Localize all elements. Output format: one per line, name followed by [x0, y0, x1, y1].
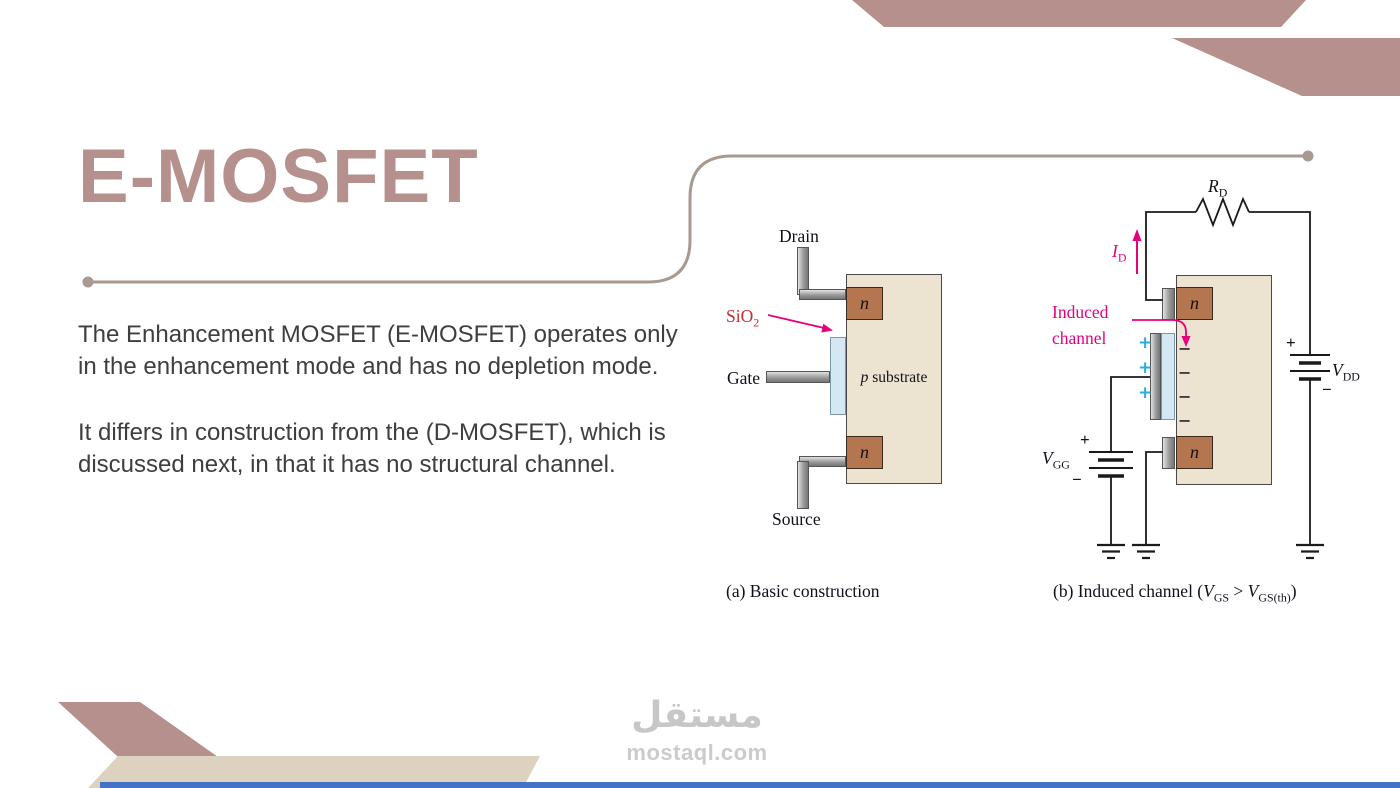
channel-charge-minus-1: −	[1178, 339, 1192, 358]
source-label-a: Source	[772, 509, 821, 529]
watermark: مستقل mostaql.com	[552, 695, 842, 766]
caption-b-gt: >	[1229, 581, 1248, 601]
source-terminal-vertical-a	[797, 461, 809, 509]
drain-contact-a	[799, 289, 846, 300]
p-italic: p	[860, 369, 869, 386]
caption-b-vgs-sub: GS	[1213, 590, 1230, 605]
n-label: n	[1190, 442, 1199, 462]
rd-label-b: RD	[1208, 176, 1227, 201]
paragraph1-line2: in the enhancement mode and has no deple…	[78, 353, 659, 380]
source-contact-b	[1162, 437, 1175, 469]
gate-label-a: Gate	[727, 368, 761, 388]
watermark-arabic: مستقل	[631, 695, 763, 736]
rd-symbol: R	[1208, 176, 1219, 196]
vdd-plus-sign: +	[1286, 333, 1296, 352]
vdd-label-b: VDD	[1332, 360, 1360, 385]
resistor-rd	[1195, 196, 1250, 228]
vgg-label-b: VGG	[1042, 448, 1070, 473]
gate-charge-plus-3: +	[1138, 383, 1153, 403]
rd-subscript: D	[1218, 185, 1228, 200]
vdd-subscript: DD	[1342, 369, 1360, 384]
sio2-arrowhead	[821, 323, 833, 333]
decor-top-bar	[852, 0, 1306, 27]
channel-charge-minus-3: −	[1178, 387, 1192, 406]
n-region-top-b: n	[1176, 287, 1213, 320]
vgg-plus-sign: +	[1080, 430, 1090, 449]
source-wire	[1145, 451, 1163, 545]
decor-beige-bar	[88, 756, 540, 788]
decor-corner-band	[1172, 38, 1400, 96]
paragraph2-line2: discussed next, in that it has no struct…	[78, 451, 616, 478]
drain-label-a: Drain	[779, 226, 819, 246]
caption-b-vgsth-sub: GS(th)	[1258, 590, 1291, 605]
n-region-bottom-b: n	[1176, 436, 1213, 469]
sio2-text: SiO	[726, 306, 754, 326]
n-region-top-a: n	[846, 287, 883, 320]
decor-line-dot-right	[1302, 150, 1314, 162]
gate-charge-plus-2: +	[1138, 358, 1153, 378]
gate-charge-plus-1: +	[1138, 333, 1153, 353]
caption-b: (b) Induced channel (VGS > VGS(th))	[1053, 581, 1297, 606]
watermark-domain: mostaql.com	[626, 740, 768, 765]
drain-contact-b	[1162, 288, 1175, 320]
n-label: n	[1190, 293, 1199, 313]
caption-b-vgsth: V	[1247, 581, 1259, 601]
page-title: E-MOSFET	[78, 134, 479, 219]
induced-channel-label-b: Induced channel	[1052, 302, 1109, 349]
caption-b-vgs: V	[1203, 581, 1214, 601]
paragraph2-line1: It differs in construction from the (D-M…	[78, 419, 666, 446]
id-label-b: ID	[1112, 241, 1126, 266]
n-region-bottom-a: n	[846, 436, 883, 469]
vgg-minus-sign: −	[1072, 470, 1082, 489]
caption-a: (a) Basic construction	[726, 581, 880, 601]
body-text: The Enhancement MOSFET (E-MOSFET) operat…	[78, 319, 678, 481]
decor-line-dot-left	[82, 276, 94, 288]
vdd-symbol: V	[1332, 360, 1343, 380]
vdd-minus-sign: −	[1322, 380, 1332, 399]
sio2-arrow-line	[767, 314, 825, 329]
paragraph-gap	[78, 383, 678, 417]
channel-charge-minus-4: −	[1178, 411, 1192, 430]
channel-charge-minus-2: −	[1178, 363, 1192, 382]
decor-bottom-strip	[100, 782, 1400, 788]
vgg-symbol: V	[1042, 448, 1053, 468]
substrate-text: substrate	[868, 369, 928, 386]
id-arrowhead	[1132, 229, 1142, 241]
drain-terminal-vertical-a	[797, 247, 809, 295]
oxide-layer-b	[1161, 333, 1175, 420]
p-substrate-label-a: p substrate	[848, 369, 940, 387]
gate-terminal-a	[766, 371, 830, 383]
sio2-subscript: 2	[753, 315, 760, 330]
caption-b-prefix: (b) Induced channel (	[1053, 581, 1204, 601]
id-subscript: D	[1117, 250, 1127, 265]
vgg-subscript: GG	[1052, 457, 1070, 472]
n-label: n	[860, 442, 869, 462]
caption-b-suffix: )	[1290, 581, 1297, 601]
paragraph1-line1: The Enhancement MOSFET (E-MOSFET) operat…	[78, 321, 678, 348]
n-label: n	[860, 293, 869, 313]
decor-bottom-band	[58, 702, 262, 788]
oxide-layer-a	[830, 337, 846, 415]
sio2-label-a: SiO2	[726, 306, 759, 331]
